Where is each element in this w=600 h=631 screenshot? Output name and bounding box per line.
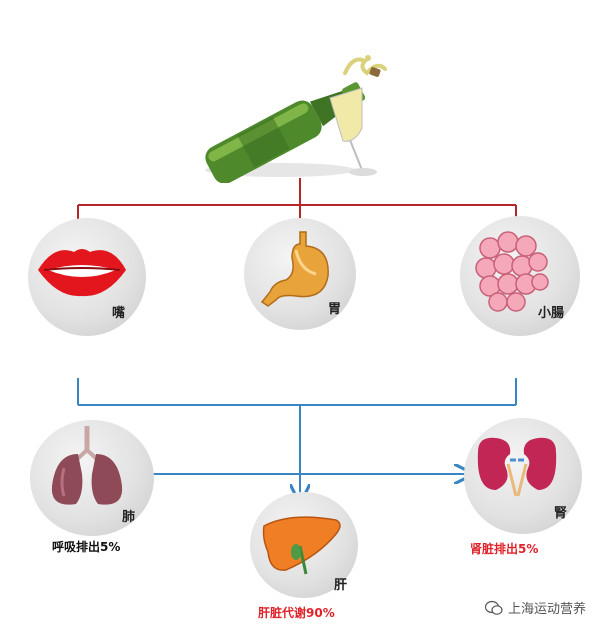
stomach-icon <box>260 231 329 307</box>
kidney-icon <box>477 437 557 497</box>
liver-label: 肝 <box>334 578 348 593</box>
intestine-label: 小腸 <box>538 306 565 321</box>
stomach-label: 胃 <box>328 302 342 317</box>
lung-share: 呼吸排出5% <box>52 540 121 554</box>
watermark: 上海运动营养 <box>484 598 586 617</box>
kidney-node: 腎 <box>464 418 582 534</box>
bottom-connector <box>77 378 517 500</box>
mouth-label: 嘴 <box>112 306 126 321</box>
mouth-node: 嘴 <box>28 218 146 336</box>
watermark-text: 上海运动营养 <box>507 602 586 617</box>
stomach-node: 胃 <box>244 218 356 330</box>
wine-bottle-illustration <box>205 55 387 183</box>
liver-node: 肝 <box>250 492 358 598</box>
lips-icon <box>38 249 126 297</box>
wechat-icon <box>484 600 503 615</box>
intestine-icon <box>475 231 549 312</box>
lung-node: 肺 <box>30 420 154 536</box>
liver-share: 肝脏代谢90% <box>258 606 335 620</box>
lung-icon <box>51 426 123 505</box>
intestine-node: 小腸 <box>460 216 580 336</box>
kidney-label: 腎 <box>554 506 568 521</box>
liver-icon <box>262 516 341 575</box>
lung-label: 肺 <box>122 510 136 525</box>
kidney-share: 肾脏排出5% <box>470 542 539 556</box>
